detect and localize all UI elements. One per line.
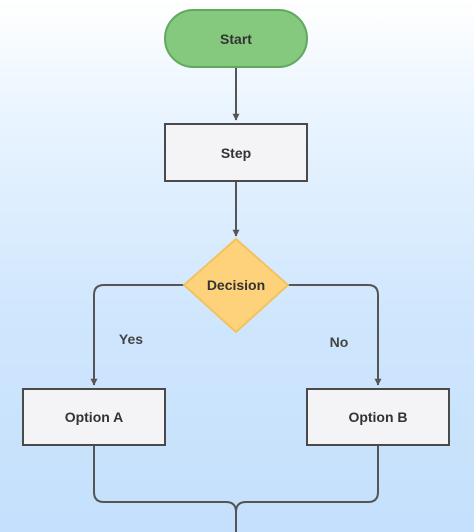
decision-node-label: Decision [207, 277, 265, 293]
decision-diamond-shape [182, 237, 290, 334]
option-a-node-label: Option A [65, 409, 124, 425]
decision-node[interactable]: Decision [182, 237, 290, 334]
start-node-label: Start [220, 31, 252, 47]
start-node[interactable]: Start [164, 9, 308, 68]
step-node[interactable]: Step [164, 123, 308, 182]
step-node-label: Step [221, 145, 251, 161]
edge-decision-to-option-b [288, 284, 382, 386]
option-b-node-label: Option B [348, 409, 407, 425]
option-a-process-shape [22, 388, 166, 446]
option-b-process-shape [306, 388, 450, 446]
edge-option-b-to-merge [235, 446, 379, 513]
option-a-node[interactable]: Option A [22, 388, 166, 446]
edge-label-yes: Yes [119, 331, 143, 347]
option-b-node[interactable]: Option B [306, 388, 450, 446]
step-process-shape [164, 123, 308, 182]
edges-group [90, 68, 382, 532]
edge-label-no: No [330, 334, 349, 350]
start-terminator-shape [164, 9, 308, 68]
edge-decision-to-option-a [90, 284, 184, 386]
edge-option-a-to-merge [93, 446, 237, 532]
